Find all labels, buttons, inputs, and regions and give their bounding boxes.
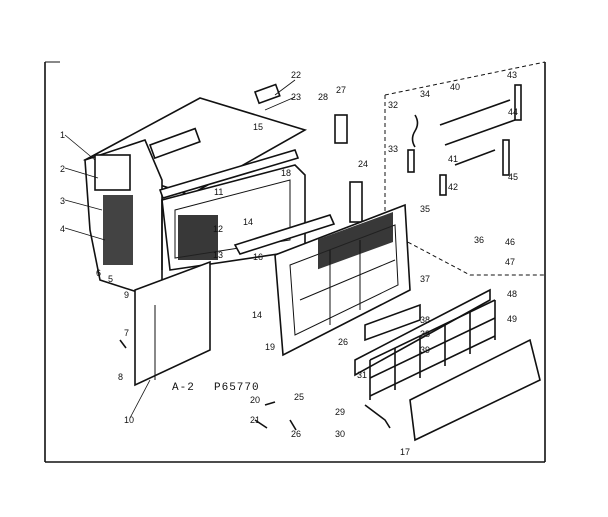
part-label: 25 bbox=[294, 392, 304, 402]
part-label: 34 bbox=[420, 89, 430, 99]
part-label: 37 bbox=[420, 274, 430, 284]
part-label: 49 bbox=[507, 314, 517, 324]
part-label: 5 bbox=[108, 274, 113, 284]
part-label: 45 bbox=[508, 172, 518, 182]
part-label: 39 bbox=[420, 345, 430, 355]
part-label: 35 bbox=[420, 204, 430, 214]
bottom-trim bbox=[409, 338, 541, 442]
diagram-border bbox=[44, 61, 546, 463]
part-label: 23 bbox=[291, 92, 301, 102]
part-label: 11 bbox=[214, 187, 223, 197]
leader-lines bbox=[64, 79, 296, 419]
part-label: 10 bbox=[124, 415, 134, 425]
detail-box bbox=[384, 61, 546, 276]
small-parts bbox=[119, 114, 391, 431]
part-label: 20 bbox=[250, 395, 260, 405]
part-label: 2 bbox=[60, 164, 65, 174]
part-label: 47 bbox=[505, 257, 515, 267]
part-label: 15 bbox=[253, 122, 263, 132]
part-label: 19 bbox=[265, 342, 275, 352]
detail-parts bbox=[407, 84, 522, 196]
front-frame bbox=[354, 288, 491, 377]
part-label: 44 bbox=[508, 107, 518, 117]
part-label: 17 bbox=[400, 447, 410, 457]
part-label: 27 bbox=[336, 85, 346, 95]
rails bbox=[158, 149, 363, 255]
louver-grid bbox=[369, 299, 496, 400]
part-code: P65770 bbox=[214, 382, 260, 394]
part-label: 22 bbox=[291, 70, 301, 80]
part-label: 8 bbox=[118, 372, 123, 382]
part-label: 46 bbox=[505, 237, 515, 247]
part-label: 18 bbox=[281, 168, 291, 178]
part-label: 40 bbox=[450, 82, 460, 92]
part-label: 14 bbox=[252, 310, 262, 320]
part-label: 48 bbox=[507, 289, 517, 299]
part-label: 16 bbox=[253, 252, 263, 262]
part-label: 32 bbox=[388, 100, 398, 110]
part-label: 21 bbox=[250, 415, 260, 425]
part-label: 30 bbox=[335, 429, 345, 439]
part-label: 4 bbox=[60, 224, 65, 234]
part-labels: 1 2 3 4 5 6 7 8 9 10 11 12 13 14 14 15 1… bbox=[60, 70, 518, 457]
part-label: 13 bbox=[213, 250, 223, 260]
part-label: 12 bbox=[213, 224, 223, 234]
part-label: 43 bbox=[507, 70, 517, 80]
part-label: 31 bbox=[357, 370, 367, 380]
part-label: 6 bbox=[96, 268, 101, 278]
part-label: 42 bbox=[448, 182, 458, 192]
part-label: 3 bbox=[60, 196, 65, 206]
part-label: 33 bbox=[388, 144, 398, 154]
part-label: 14 bbox=[243, 217, 253, 227]
part-label: 36 bbox=[474, 235, 484, 245]
front-panel bbox=[274, 203, 411, 357]
diagram-caption: A-2 P65770 bbox=[172, 382, 260, 394]
part-label: 38 bbox=[420, 315, 430, 325]
sheet-label: A-2 bbox=[172, 382, 195, 394]
part-label: 9 bbox=[124, 290, 129, 300]
part-label: 41 bbox=[448, 154, 458, 164]
part-label: 26 bbox=[338, 337, 348, 347]
part-label: 26 bbox=[291, 429, 301, 439]
part-label: 28 bbox=[318, 92, 328, 102]
part-label: 38 bbox=[420, 329, 430, 339]
part-label: 1 bbox=[60, 130, 65, 140]
part-label: 7 bbox=[124, 328, 129, 338]
part-label: 24 bbox=[358, 159, 368, 169]
part-label: 29 bbox=[335, 407, 345, 417]
side-panel bbox=[134, 260, 211, 387]
